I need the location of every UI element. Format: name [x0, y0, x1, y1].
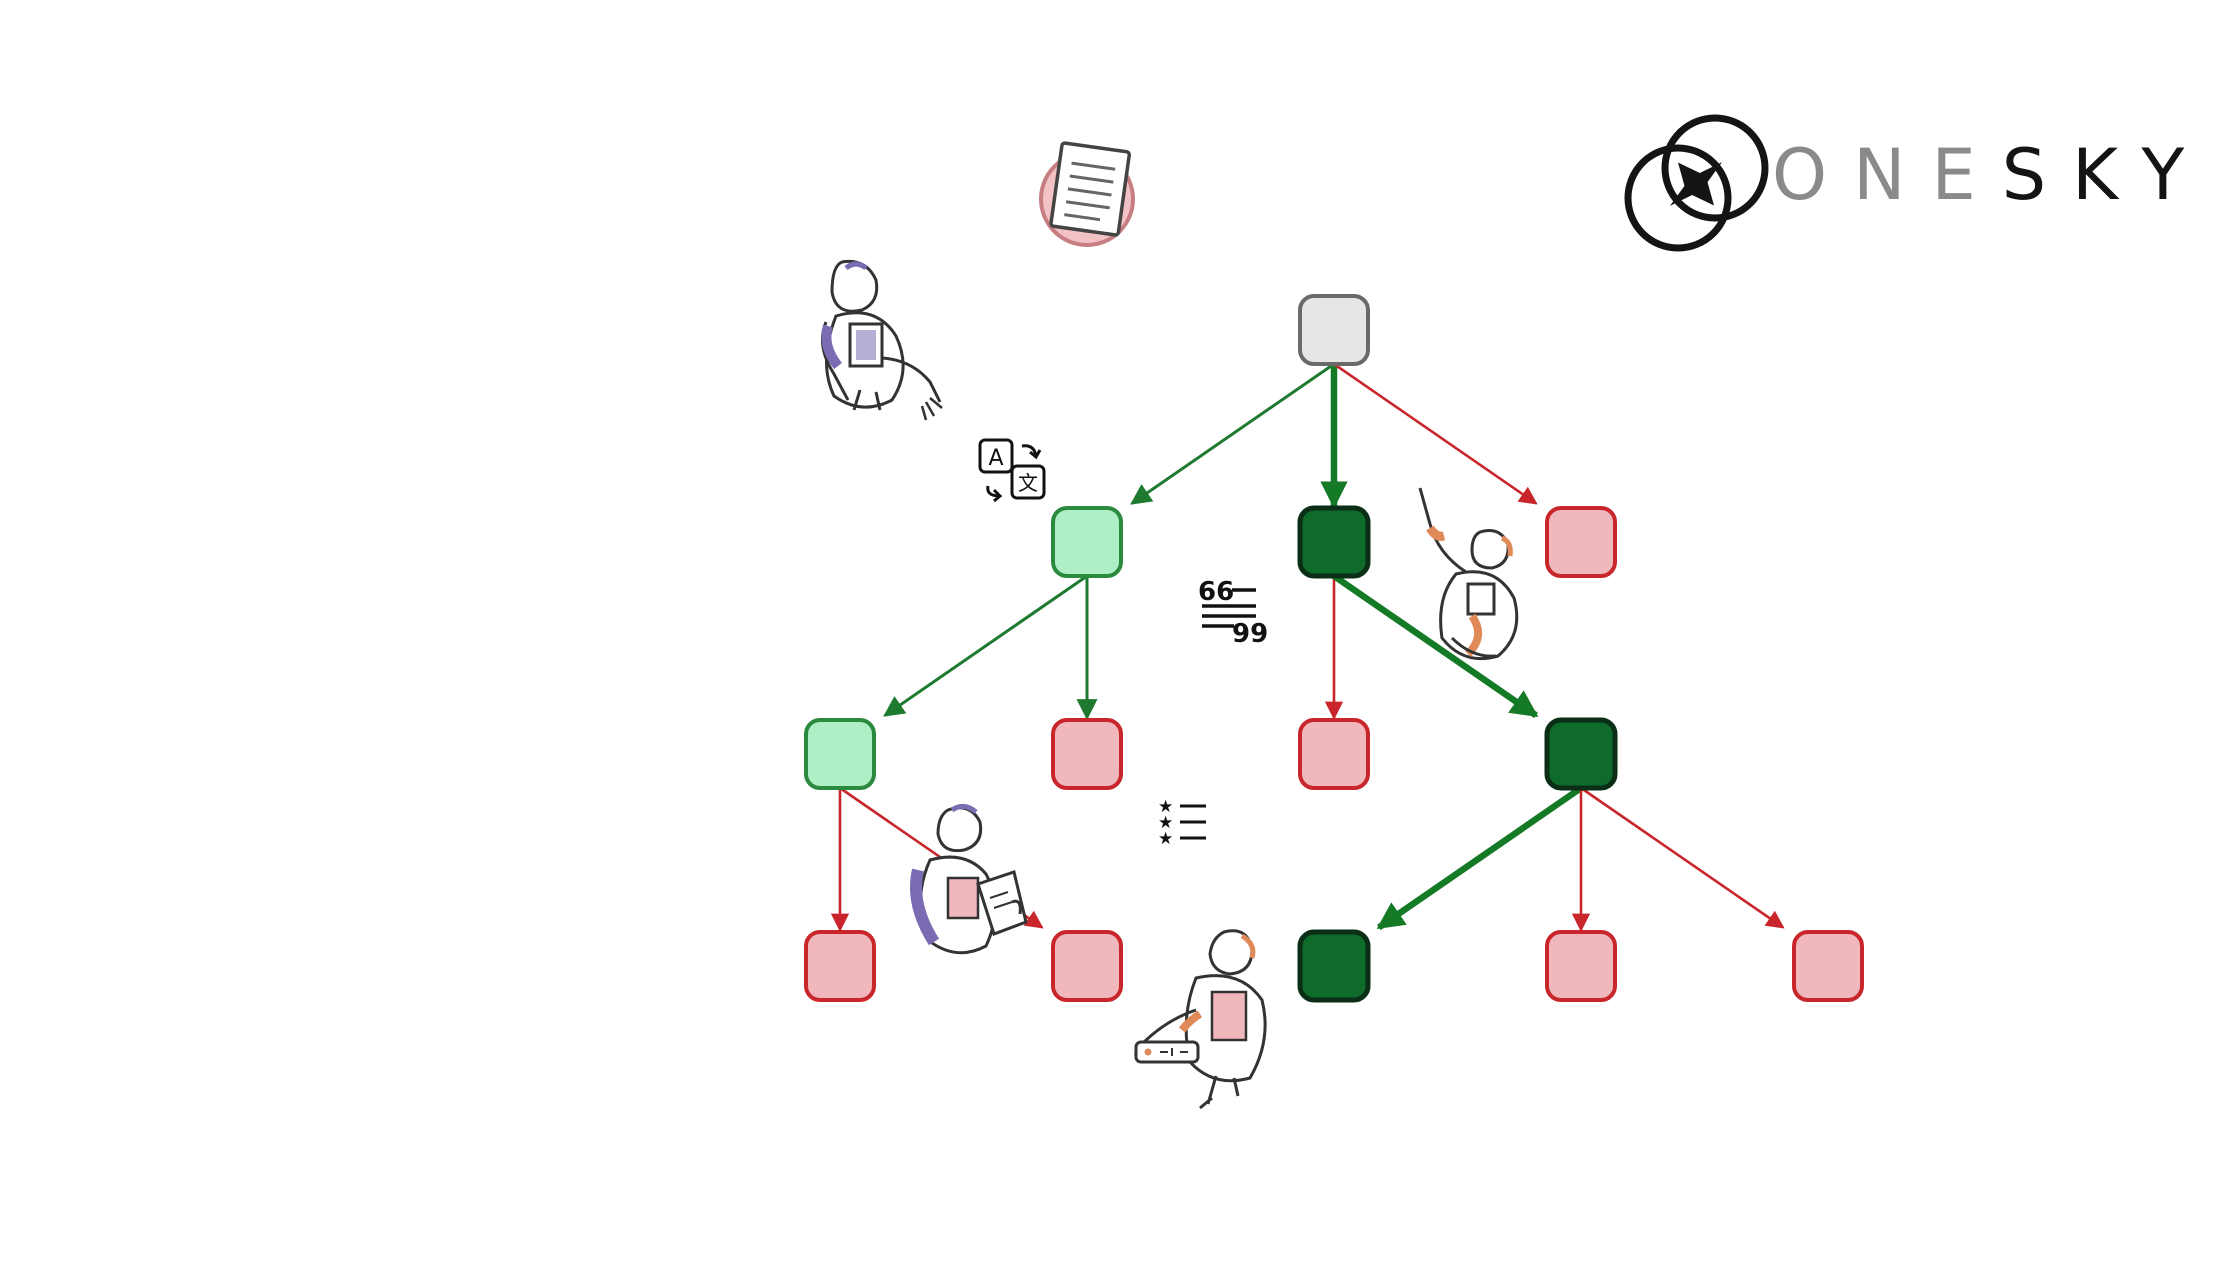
translate-glyph-cjk: 文 [1018, 471, 1038, 495]
robot-reading-tablet-icon [910, 804, 1028, 955]
interlocking-rings-compass-icon [1624, 114, 1769, 252]
tree-node-accepted-n1a [1051, 506, 1123, 578]
robot-waving-icon [1418, 487, 1519, 661]
brand-name-part-two: SKY [2001, 134, 2211, 216]
tree-node-rejected-n2c [1298, 718, 1370, 790]
translate-glyph-latin: A [988, 446, 1003, 471]
tree-edge-n2d-to-n3c [1376, 785, 1583, 931]
brand-wordmark: ONESKY [1772, 140, 2210, 210]
quote-open-mark: 66 [1198, 577, 1234, 607]
star-list-icon: ★ ★ ★ [1158, 797, 1206, 849]
tree-edge-n2d-to-n3e [1580, 786, 1785, 929]
svg-text:★: ★ [1158, 829, 1173, 849]
tree-node-rejected-n1c [1545, 506, 1617, 578]
translate-icon: A 文 [978, 438, 1046, 503]
tree-edges [830, 362, 1785, 932]
tree-node-selected-n2d [1544, 717, 1618, 791]
robot-holding-document-icon [820, 259, 943, 421]
tree-node-root-root [1298, 294, 1370, 366]
tree-node-rejected-n3a [804, 930, 876, 1002]
tree-node-selected-n1b [1297, 505, 1371, 579]
tree-node-selected-n3c [1297, 929, 1371, 1003]
tree-node-rejected-n3b [1051, 930, 1123, 1002]
svg-text:★: ★ [1158, 797, 1173, 817]
tree-edge-n1b-to-n2d [1332, 573, 1539, 719]
tree-node-rejected-n3e [1792, 930, 1864, 1002]
tree-edge-n1a-to-n2a [883, 574, 1088, 717]
document-icon [1039, 141, 1135, 247]
robot-holding-panel-icon [1134, 929, 1267, 1110]
tree-nodes [804, 294, 1864, 1003]
tree-edge-root-to-n1c [1333, 362, 1538, 505]
quote-icon: 66 99 [1198, 577, 1268, 649]
tree-node-rejected-n2b [1051, 718, 1123, 790]
tree-node-accepted-n2a [804, 718, 876, 790]
quote-close-mark: 99 [1232, 619, 1268, 649]
svg-text:★: ★ [1158, 813, 1173, 833]
tree-edge-root-to-n1a [1130, 362, 1335, 505]
tree-node-rejected-n3d [1545, 930, 1617, 1002]
brand-name-part-one: ONE [1772, 134, 2002, 216]
